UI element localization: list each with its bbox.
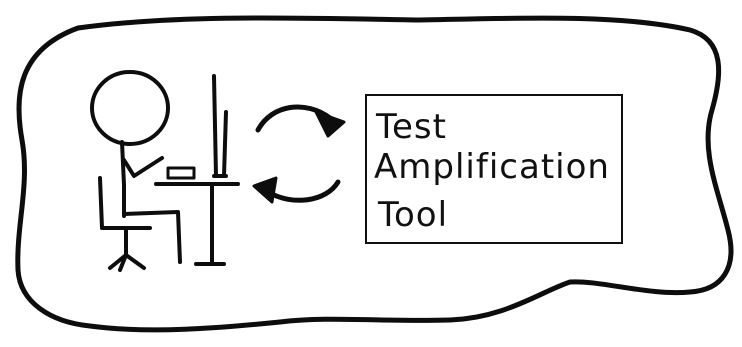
desk (154, 182, 240, 266)
person-arm (122, 156, 164, 178)
curved-arrow-left-icon (252, 176, 341, 204)
person-torso (120, 140, 126, 218)
monitor (212, 74, 228, 178)
outer-cloud-outline (15, 15, 734, 333)
tool-box (365, 94, 623, 244)
curved-arrow-right-icon (255, 104, 346, 138)
person-head (90, 70, 170, 146)
chair (98, 176, 152, 272)
tool-label-line-3: Tool (377, 195, 448, 235)
person-leg (122, 210, 182, 264)
tool-label-line-1: Test (375, 107, 447, 147)
tool-label-line-2: Amplification (374, 147, 610, 187)
person-at-desk-icon (90, 70, 240, 272)
laptop (166, 166, 196, 180)
